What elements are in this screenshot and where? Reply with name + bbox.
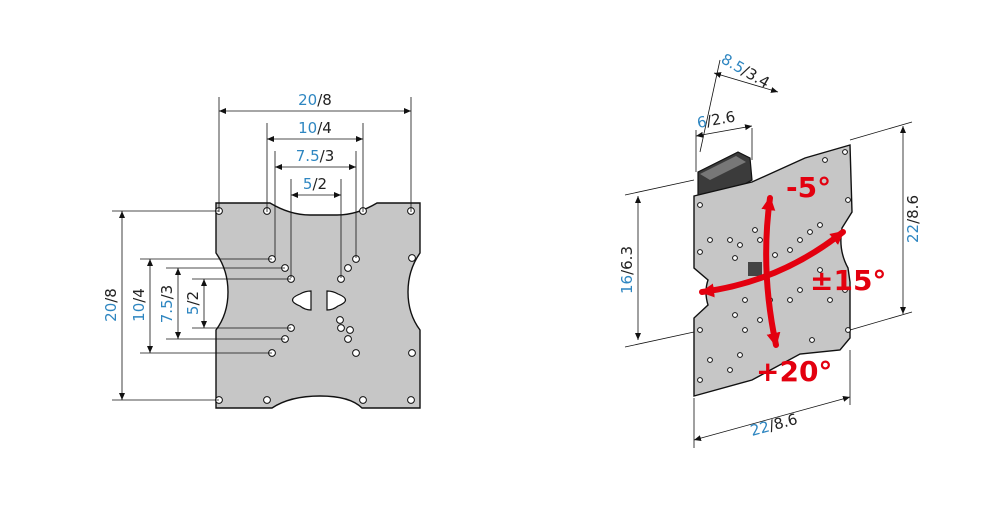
front-height-dimensions (119, 211, 207, 400)
tilt-down-label: +20° (756, 355, 832, 388)
angled-dimension-lines (624, 59, 913, 448)
front-height-label-10: 10/4 (130, 288, 148, 322)
mounting-hole (707, 237, 713, 243)
mounting-hole (359, 396, 367, 404)
mounting-hole (845, 197, 851, 203)
front-width-dimensions (219, 108, 411, 198)
mounting-hole (787, 247, 793, 253)
mounting-hole (346, 326, 354, 334)
front-plate (215, 202, 421, 409)
mounting-hole (772, 252, 778, 258)
mounting-hole (742, 327, 748, 333)
mounting-hole (827, 297, 833, 303)
mounting-hole (697, 202, 703, 208)
mounting-hole (842, 149, 848, 155)
height-right-label: 22/8.6 (904, 195, 922, 243)
mounting-hole (697, 377, 703, 383)
depth-top-label: 8.5/3.4 (718, 50, 773, 92)
mounting-hole (845, 327, 851, 333)
front-width-label-5: 5/2 (303, 175, 327, 193)
tilt-up-label: -5° (786, 171, 831, 204)
rotation-arrows (699, 195, 846, 348)
front-height-label-20: 20/8 (102, 288, 120, 322)
center-knob (748, 262, 762, 276)
swivel-arrow (699, 229, 846, 298)
front-cutout-left (291, 290, 312, 311)
mounting-hole (787, 297, 793, 303)
mounting-hole (337, 324, 345, 332)
mounting-hole (732, 312, 738, 318)
mounting-hole (263, 396, 271, 404)
mounting-hole (697, 327, 703, 333)
mounting-hole (727, 237, 733, 243)
mounting-hole (822, 157, 828, 163)
angled-view: 8.5/3.4 6/2.6 16/6.3 22/8.6 22/8.6 -5° ±… (618, 50, 922, 448)
mounting-hole (817, 222, 823, 228)
swivel-label: ±15° (810, 264, 886, 297)
mounting-hole (732, 255, 738, 261)
mounting-hole (809, 337, 815, 343)
mounting-hole (797, 287, 803, 293)
mounting-hole (742, 297, 748, 303)
front-height-extensions (112, 210, 291, 401)
front-width-label-20: 20/8 (298, 91, 332, 109)
front-height-label-5: 5/2 (184, 291, 202, 315)
front-view: 20/8 10/4 7.5/3 5/2 20/8 10/4 7.5/3 5/2 (102, 91, 421, 409)
front-width-label-10: 10/4 (298, 119, 332, 137)
mounting-hole (352, 349, 360, 357)
mounting-hole (752, 227, 758, 233)
depth-bracket-label: 6/2.6 (696, 108, 737, 132)
mounting-hole (757, 317, 763, 323)
height-left-label: 16/6.3 (618, 246, 636, 294)
mounting-hole (707, 357, 713, 363)
mounting-hole (344, 264, 352, 272)
mounting-hole (407, 396, 415, 404)
mounting-hole (727, 367, 733, 373)
bracket-block-face (700, 156, 746, 180)
mounting-hole (797, 237, 803, 243)
mounting-hole (408, 349, 416, 357)
front-height-label-7-5: 7.5/3 (158, 285, 176, 323)
front-cutout-right (326, 290, 347, 311)
mounting-hole (807, 229, 813, 235)
mounting-hole (737, 242, 743, 248)
mounting-hole (757, 237, 763, 243)
mounting-hole (344, 335, 352, 343)
mounting-hole (336, 316, 344, 324)
mounting-hole (737, 352, 743, 358)
mounting-hole (697, 249, 703, 255)
mounting-hole (408, 254, 416, 262)
width-bottom-label: 22/8.6 (748, 410, 799, 440)
front-width-label-7-5: 7.5/3 (296, 147, 334, 165)
